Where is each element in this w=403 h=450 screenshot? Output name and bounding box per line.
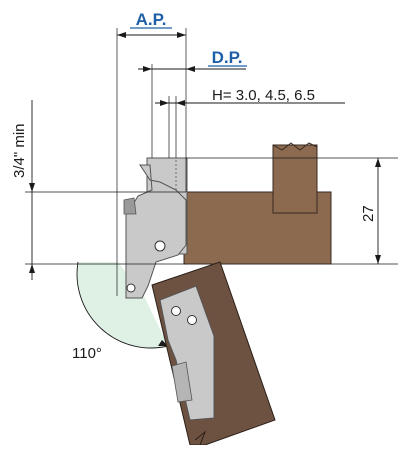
cabinet-stile [272, 144, 318, 214]
thickness-arrow-bottom [375, 255, 381, 264]
dp-label: D.P. [212, 48, 243, 67]
arc-arrowhead [158, 340, 168, 346]
overlay-arrow-top [29, 183, 35, 192]
overlay-arrow-bottom [29, 264, 35, 273]
thickness-arrow-top [375, 158, 381, 167]
h-arrow-right [176, 100, 185, 106]
thickness-label: 27 [360, 205, 377, 222]
h-values-label: H= 3.0, 4.5, 6.5 [212, 87, 315, 104]
dp-arrow-right [186, 66, 195, 72]
cup-screw-1 [171, 306, 181, 316]
cup-screw-2 [187, 315, 197, 325]
opening-angle-arc [76, 261, 169, 349]
opening-angle-wedge [77, 262, 168, 348]
ap-arrow-right [177, 32, 186, 38]
hinge-arm [125, 164, 187, 299]
stile-break-line [272, 142, 318, 151]
hinge-pivot-upper [154, 240, 166, 252]
h-arrow-left [160, 100, 169, 106]
opening-angle-label: 110° [72, 345, 102, 362]
hinge-pivot-lower [126, 283, 136, 293]
hinge-cup-inner [171, 361, 193, 403]
dp-arrow-left [143, 66, 152, 72]
hinge-cup [159, 285, 215, 421]
overlay-min-label: 3/4" min [11, 123, 28, 178]
ap-label: A.P. [136, 10, 167, 29]
ap-arrow-left [117, 32, 126, 38]
hinge-arm-tab [123, 197, 137, 215]
